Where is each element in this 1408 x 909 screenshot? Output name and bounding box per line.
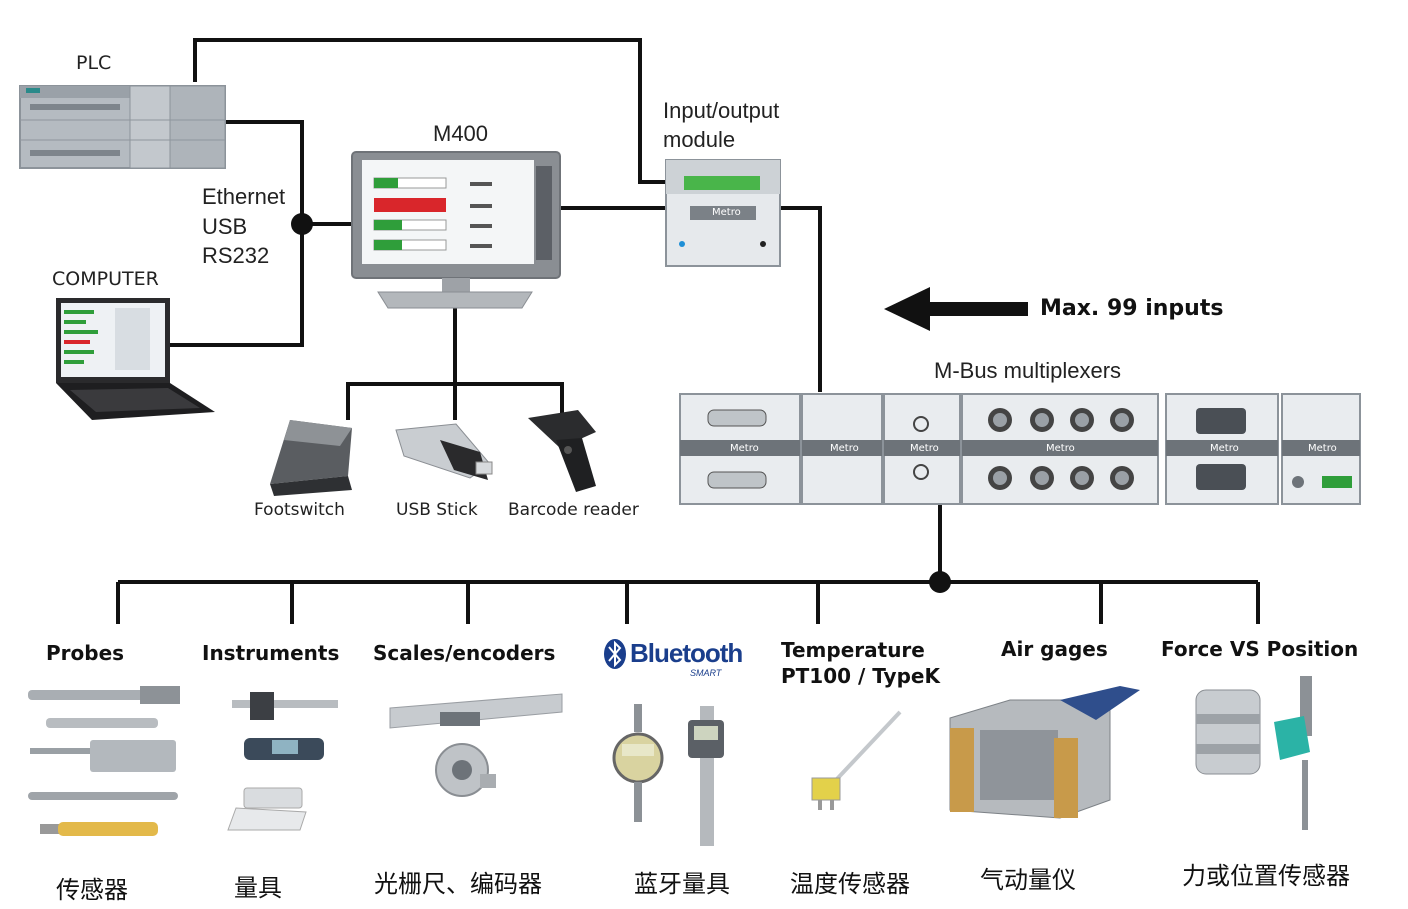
footswitch-label: Footswitch	[254, 500, 345, 520]
module-brand: Metro	[1046, 443, 1075, 454]
category-temperature-cn: 温度传感器	[790, 870, 910, 898]
module-brand: Metro	[910, 443, 939, 454]
io-module-label-2: module	[663, 127, 736, 152]
io-module-icon	[665, 159, 781, 267]
module-brand: Metro	[1210, 443, 1239, 454]
module-brand: Metro	[830, 443, 859, 454]
barcode-reader-label: Barcode reader	[508, 500, 639, 520]
category-instruments-cn: 量具	[234, 874, 282, 902]
category-scales-title: Scales/encoders	[373, 641, 556, 665]
category-air-gages-cn: 气动量仪	[980, 866, 1076, 894]
bluetooth-gauges-image	[612, 704, 724, 846]
plc-io-line	[193, 38, 690, 184]
m400-icon	[351, 151, 561, 309]
category-temperature-title: Temperature	[781, 638, 925, 662]
category-bluetooth-title: Bluetooth	[630, 638, 743, 668]
plc-icon	[19, 85, 226, 169]
air-gage-image	[949, 686, 1140, 819]
category-probes-title: Probes	[46, 641, 125, 665]
category-scales-cn: 光栅尺、编码器	[374, 870, 542, 898]
bluetooth-icon	[604, 639, 626, 669]
connection-lines	[116, 38, 1260, 624]
junction-dot	[929, 571, 951, 593]
category-bluetooth-cn: 蓝牙量具	[634, 870, 730, 898]
footswitch-icon	[270, 420, 352, 496]
junction-dot	[291, 213, 313, 235]
m400-label: M400	[433, 121, 489, 146]
module-brand: Metro	[730, 443, 759, 454]
usb-stick-icon	[395, 423, 493, 480]
probes-image	[28, 686, 180, 836]
mbus-label: M-Bus multiplexers	[934, 358, 1122, 383]
module-brand: Metro	[1308, 443, 1337, 454]
category-instruments-title: Instruments	[202, 641, 340, 665]
category-probes-cn: 传感器	[56, 876, 128, 904]
module-brand: Metro	[712, 207, 741, 218]
max-inputs-label: Max. 99 inputs	[1040, 296, 1224, 321]
category-force-title: Force VS Position	[1161, 637, 1359, 661]
barcode-reader-icon	[528, 410, 596, 492]
connection-usb: USB	[202, 214, 248, 239]
connection-ethernet: Ethernet	[202, 184, 286, 209]
instruments-image	[227, 692, 338, 831]
arrow-icon	[884, 287, 1028, 331]
connection-rs232: RS232	[202, 243, 270, 268]
category-bluetooth-sub: SMART	[690, 668, 722, 678]
category-force-cn: 力或位置传感器	[1182, 862, 1350, 890]
io-mbus-line	[780, 206, 822, 392]
usb-stick-label: USB Stick	[396, 500, 478, 520]
plc-label: PLC	[76, 52, 112, 74]
computer-label: COMPUTER	[52, 268, 159, 290]
io-module-label-1: Input/output	[663, 98, 780, 123]
category-air-gages-title: Air gages	[1001, 637, 1108, 661]
peripheral-branch	[346, 382, 564, 420]
category-temperature-title2: PT100 / TypeK	[781, 664, 940, 688]
temperature-sensor-image	[811, 710, 902, 810]
mbus-multiplexer-icon	[679, 393, 1361, 505]
scales-encoders-image	[389, 693, 563, 797]
laptop-icon	[56, 298, 215, 420]
force-position-image	[1195, 676, 1312, 830]
